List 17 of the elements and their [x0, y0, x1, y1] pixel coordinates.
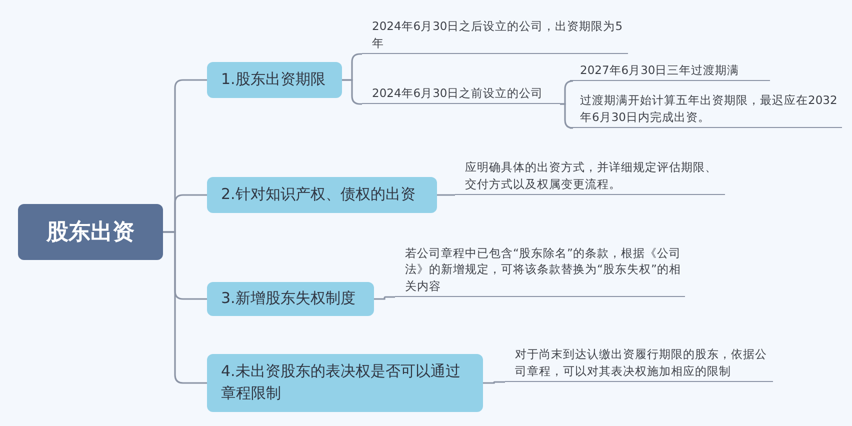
branch-topic: 3.新增股东失权制度 [207, 282, 374, 316]
subtopic: 过渡期满开始计算五年出资期限，最迟应在2032年6月30日内完成出资。 [570, 90, 842, 128]
branch-topic: 1.股东出资期限 [207, 62, 342, 98]
connector-line [163, 231, 207, 384]
central-topic: 股东出资 [18, 204, 163, 260]
subtopic: 对于尚末到达认缴出资履行期限的股东，依据公司章程，可以对其表决权施加相应的限制 [505, 345, 773, 382]
connector-line [437, 194, 455, 196]
subtopic: 若公司章程中已包含“股东除名”的条款，根据《公司法》的新增规定，可将该条款替换为“股东失权”的相关内容 [395, 244, 685, 297]
connector-line [374, 296, 395, 300]
subtopic: 2027年6月30日三年过渡期满 [570, 59, 770, 81]
connector-line [483, 381, 505, 384]
subtopic: 应明确具体的出资方式，并详细规定评估期限、交付方式以及权属变更流程。 [455, 157, 725, 195]
branch-topic: 4.未出资股东的表决权是否可以通过章程限制 [207, 354, 483, 412]
connector-line [342, 79, 362, 105]
subtopic: 2024年6月30日之后设立的公司，出资期限为5年 [362, 14, 628, 54]
branch-topic: 2.针对知识产权、债权的出资 [207, 177, 437, 213]
subtopic: 2024年6月30日之前设立的公司 [362, 82, 560, 104]
